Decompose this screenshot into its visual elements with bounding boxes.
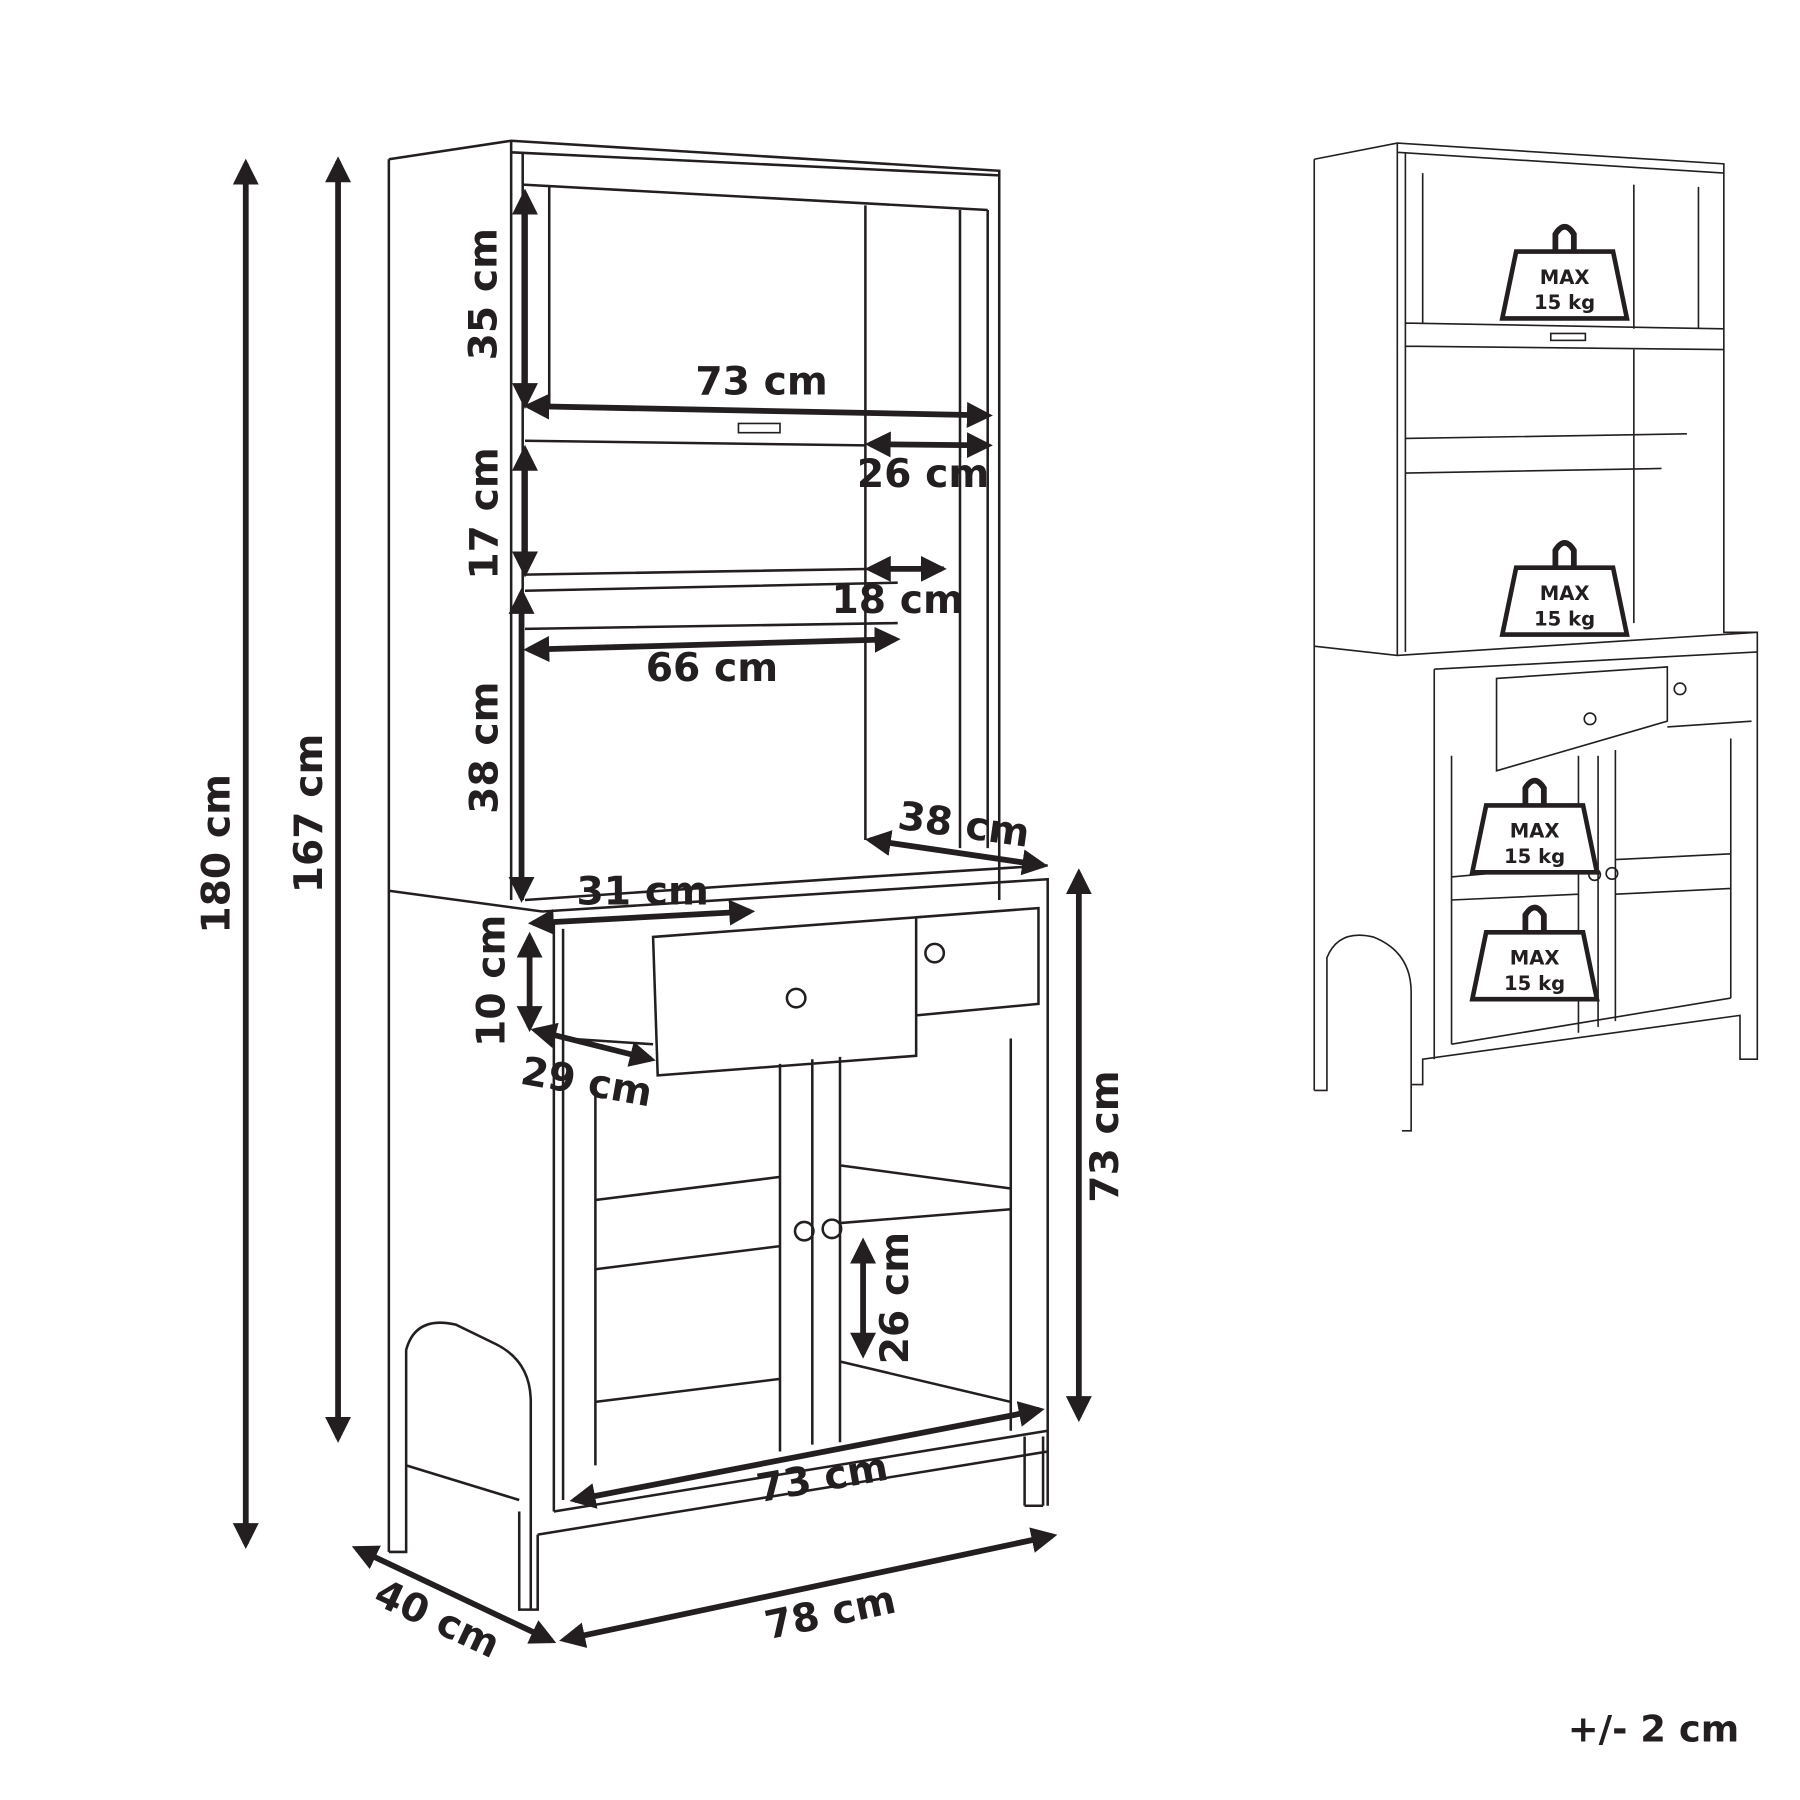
label-cabinet-shelf: 26 cm (873, 1232, 918, 1364)
dimension-labels: 180 cm 167 cm 35 cm 73 cm 26 cm 17 cm 18… (195, 228, 1128, 1668)
label-drawer-depth: 29 cm (517, 1049, 655, 1116)
weight-load: 15 kg (1504, 845, 1565, 868)
label-inner-width-top: 73 cm (695, 360, 827, 405)
dimension-arrows (232, 156, 1092, 1648)
weight-max: MAX (1510, 820, 1560, 843)
weight-max: MAX (1540, 582, 1590, 605)
label-total-width: 78 cm (761, 1578, 900, 1650)
label-top-shelf: 35 cm (461, 228, 506, 360)
arrow-total-depth (351, 1545, 557, 1644)
tolerance-note: +/- 2 cm (1568, 1707, 1739, 1750)
load-capacity-drawing: MAX 15 kg MAX 15 kg MAX 15 kg MAX 15 kg (1313, 142, 1759, 1132)
weight-badge: MAX 15 kg (1499, 223, 1630, 321)
label-rail-depth: 18 cm (832, 578, 964, 623)
arrow-drawer-width (527, 899, 756, 935)
weight-max: MAX (1510, 947, 1560, 970)
arrow-rail-width (523, 626, 901, 663)
weight-load: 15 kg (1504, 972, 1565, 995)
arrow-hutch-depth (864, 431, 993, 459)
label-cabinet-inner-width: 73 cm (753, 1445, 891, 1512)
weight-load: 15 kg (1534, 291, 1595, 314)
label-drawer-height: 10 cm (469, 915, 514, 1047)
arrow-drawer-depth (530, 1022, 656, 1067)
label-rail-width: 66 cm (646, 646, 778, 691)
arrow-total-width (559, 1527, 1058, 1648)
weight-badge: MAX 15 kg (1469, 777, 1600, 875)
label-total-height: 180 cm (195, 774, 240, 934)
arrow-cabinet-inner-width (569, 1401, 1045, 1509)
weight-load: 15 kg (1534, 607, 1595, 630)
arrow-inner-width-top (523, 393, 993, 428)
label-side-height: 167 cm (287, 734, 332, 894)
label-hutch-depth: 26 cm (857, 452, 989, 497)
label-base-height: 73 cm (1083, 1070, 1128, 1202)
arrow-counter-depth (864, 830, 1049, 876)
label-middle-shelf: 17 cm (462, 447, 507, 579)
weight-badge: MAX 15 kg (1469, 904, 1600, 1002)
weight-max: MAX (1540, 266, 1590, 289)
label-drawer-width: 31 cm (577, 870, 709, 915)
label-lower-hutch: 38 cm (462, 682, 507, 814)
weight-badge: MAX 15 kg (1499, 540, 1630, 637)
